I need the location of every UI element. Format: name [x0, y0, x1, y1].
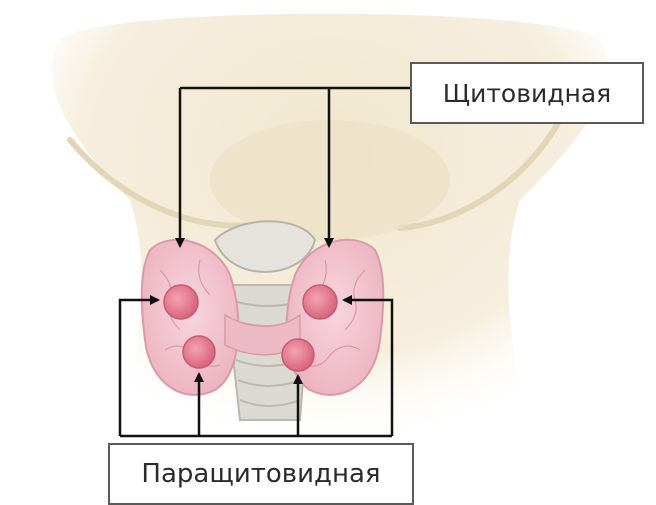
- thyroid-right-lobe: [287, 240, 384, 395]
- thyroid-left-lobe: [142, 240, 239, 395]
- parathyroid-upper-right: [303, 285, 337, 319]
- thyroid-label: Щитовидная: [410, 62, 644, 124]
- parathyroid-lower-right: [282, 339, 314, 371]
- parathyroid-label: Паращитовидная: [108, 443, 414, 505]
- thyroid-label-text: Щитовидная: [443, 79, 611, 108]
- parathyroid-upper-left: [164, 285, 198, 319]
- parathyroid-label-text: Паращитовидная: [141, 459, 380, 489]
- parathyroid-lower-left: [183, 336, 215, 368]
